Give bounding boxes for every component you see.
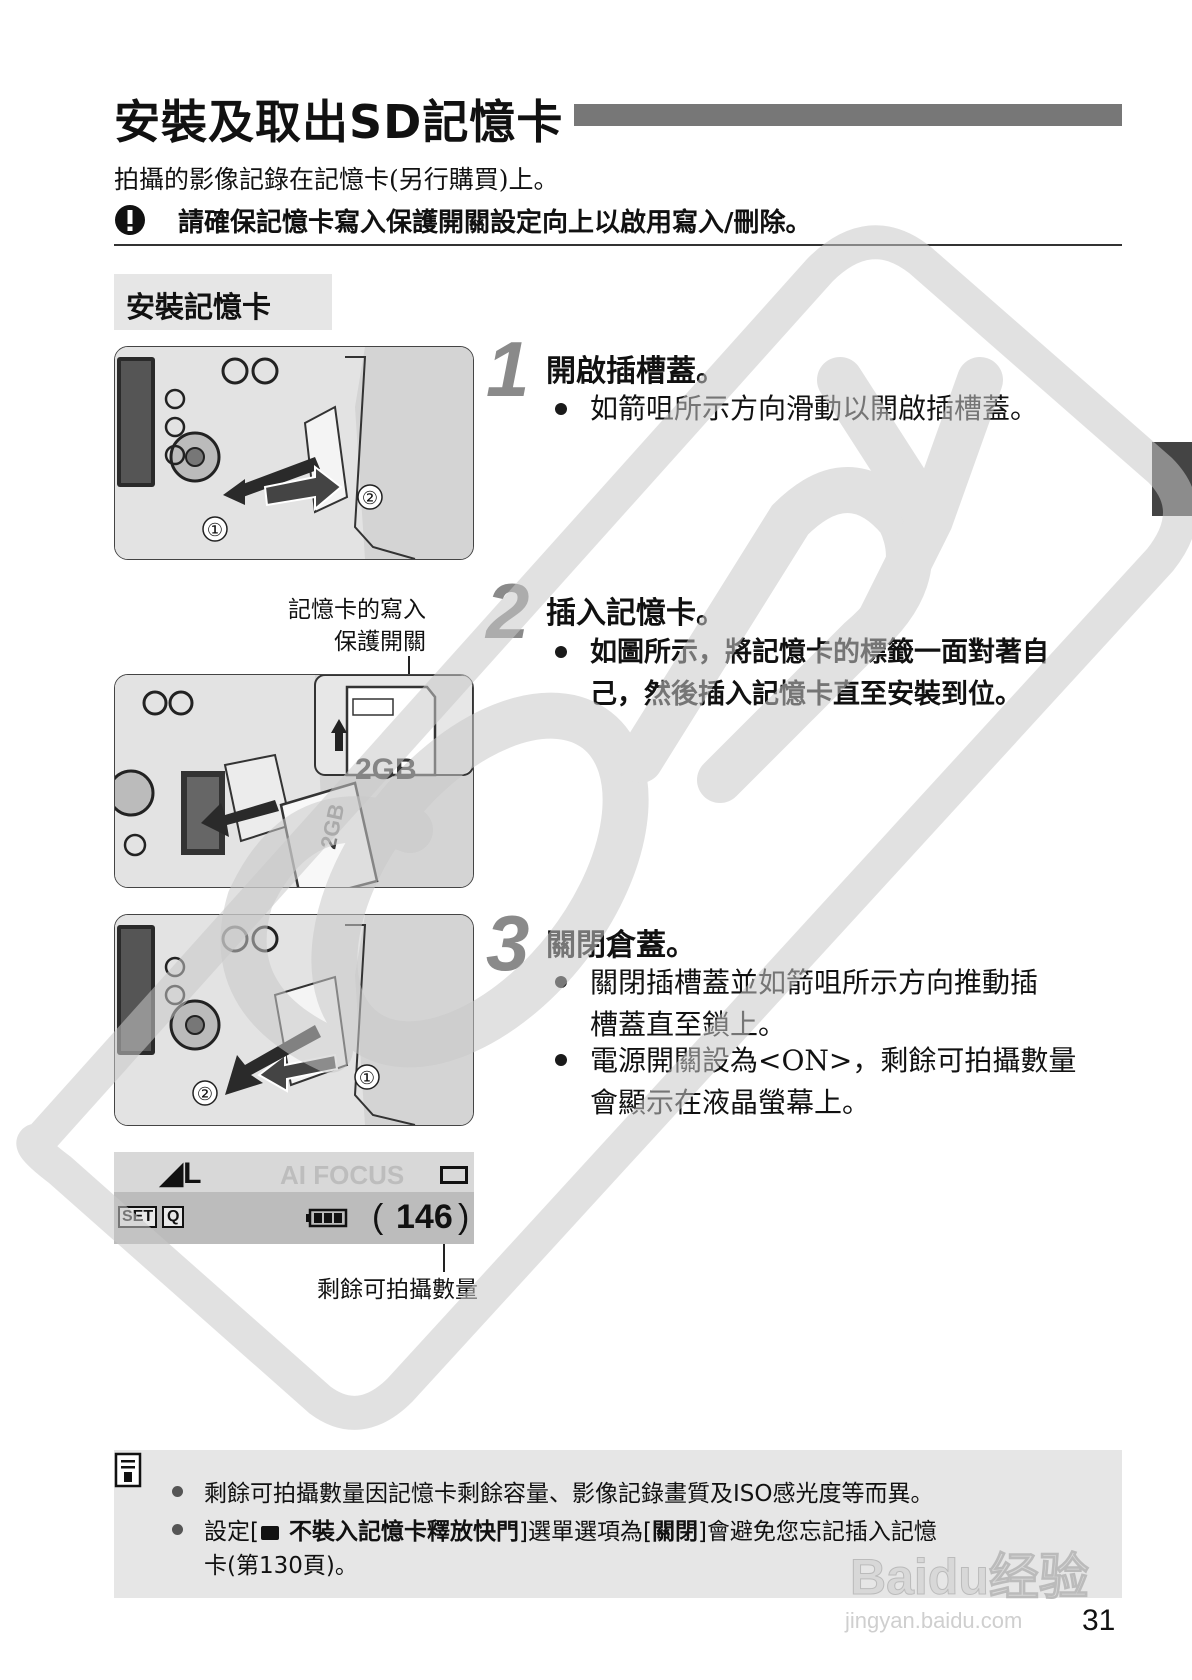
page-title: 安裝及取出SD記憶卡 (114, 95, 564, 149)
fig1-marker-2: ② (362, 488, 378, 509)
step-3-bullet-1 (555, 976, 567, 988)
figure-insert-card: 2GB 2GB (114, 674, 474, 888)
warning-icon (115, 205, 145, 235)
step-3-text-line1: 關閉插槽蓋並如箭咀所示方向推動插 (590, 966, 1039, 999)
step-1-text: 如箭咀所示方向滑動以開啟插槽蓋。 (590, 392, 1039, 425)
note-line-2-prefix: 設定[ (204, 1519, 259, 1545)
chapter-tab (1152, 442, 1192, 516)
note-line-1: 剩餘可拍攝數量因記憶卡剩餘容量、影像記錄畫質及ISO感光度等而異。 (204, 1481, 934, 1507)
page-number: 31 (1082, 1604, 1116, 1637)
divider (114, 244, 1122, 246)
note-bullet-2 (172, 1524, 183, 1535)
note-line-2-suffix: ]會避免您忘記插入記憶 (697, 1519, 937, 1545)
lcd-set-label: SET (118, 1206, 158, 1228)
lcd-quality: ◢L (160, 1157, 202, 1190)
note-menu-value: 關閉 (651, 1519, 698, 1545)
step-1-title: 開啟插槽蓋。 (546, 354, 726, 389)
step-1-number: 1 (486, 325, 530, 413)
note-icon (114, 1452, 142, 1488)
section-heading: 安裝記憶卡 (126, 290, 272, 324)
figure-open-slot-cover: ① ② (114, 346, 474, 560)
step-3-number: 3 (486, 899, 530, 987)
lcd-bracket-right: ) (458, 1198, 470, 1236)
step-3-title: 關閉倉蓋。 (546, 928, 696, 963)
lcd-bracket-left: ( (372, 1198, 384, 1236)
step-2-number: 2 (486, 567, 530, 655)
step-1-bullet (555, 403, 567, 415)
step-2-text-line2: 己，然後插入記憶卡直至安裝到位。 (590, 679, 1022, 710)
fig1-marker-1: ① (207, 520, 223, 541)
step-2-title: 插入記憶卡。 (546, 596, 726, 631)
lcd-drive-mode-icon (440, 1166, 468, 1184)
callout-write-protect-line1: 記憶卡的寫入 (288, 597, 426, 623)
lcd-af-mode: AI FOCUS (280, 1160, 405, 1190)
fig3-marker-2: ② (197, 1084, 213, 1105)
note-line-2-mid: ]選單選項為[ (518, 1519, 652, 1545)
note-bullet-1 (172, 1486, 183, 1497)
lcd-caption: 剩餘可拍攝數量 (317, 1277, 478, 1303)
note-line-3: 卡(第130頁)。 (204, 1553, 358, 1579)
step-3-text-line3: 電源開關設為<ON>，剩餘可拍攝數量 (590, 1044, 1077, 1077)
baidu-url-watermark: jingyan.baidu.com (844, 1608, 1022, 1633)
warning-text: 請確保記憶卡寫入保護開關設定向上以啟用寫入/刪除。 (178, 208, 812, 238)
fig3-marker-1: ① (359, 1068, 375, 1089)
step-3-text-line4: 會顯示在液晶螢幕上。 (590, 1086, 871, 1119)
lcd-q-label: Q (162, 1206, 185, 1228)
step-3-bullet-2 (555, 1054, 567, 1066)
battery-icon (306, 1208, 348, 1228)
intro-text: 拍攝的影像記錄在記憶卡(另行購買)上。 (114, 165, 559, 194)
note-menu-option: 不裝入記憶卡釋放快門 (288, 1519, 519, 1545)
step-2-text-line1: 如圖所示，將記憶卡的標籤一面對著自 (590, 637, 1049, 668)
title-bar (574, 104, 1122, 126)
note-box (114, 1450, 1122, 1598)
lcd-shots-remaining: 146 (396, 1198, 453, 1236)
callout-write-protect-line2: 保護開關 (334, 629, 426, 655)
step-2-bullet (555, 646, 567, 658)
lcd-caption-leader (443, 1244, 445, 1272)
note-line-2: 設定[ 不裝入記憶卡釋放快門]選單選項為[關閉]會避免您忘記插入記憶 (204, 1512, 937, 1546)
figure-close-slot-cover: ② ① (114, 914, 474, 1126)
fig2-card-label-inset: 2GB (355, 753, 417, 786)
camera-menu-icon (260, 1525, 279, 1540)
